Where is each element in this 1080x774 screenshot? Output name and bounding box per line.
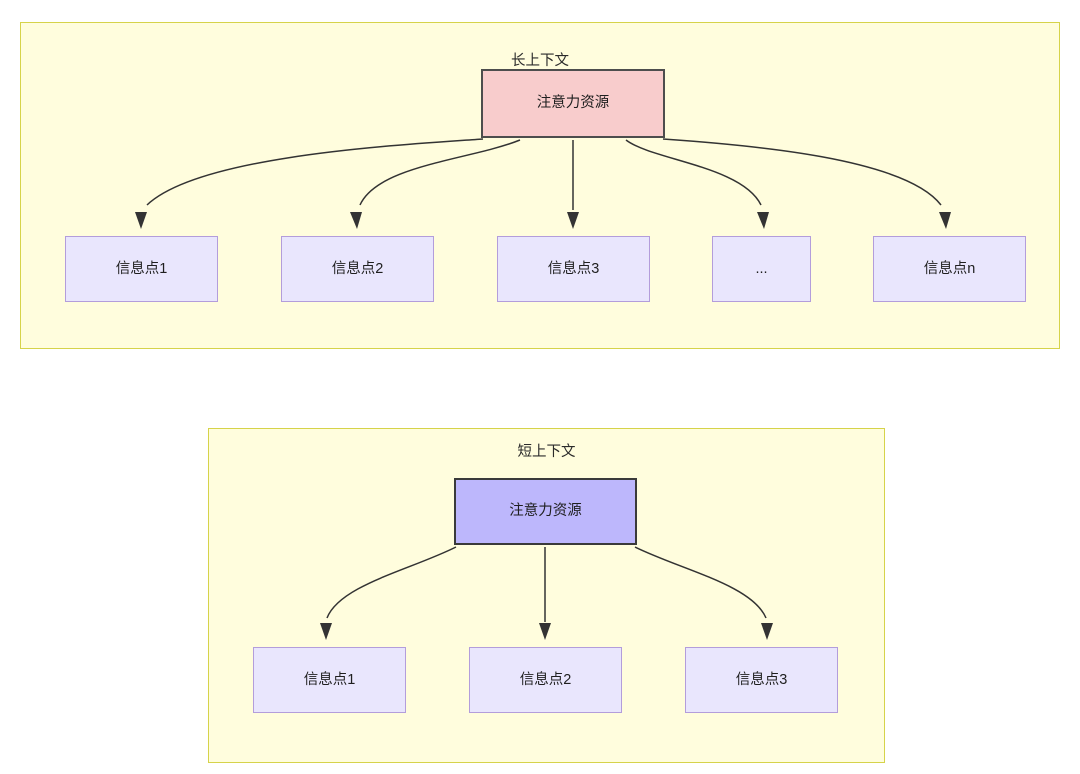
node-info-point-short-2[interactable]: 信息点2	[469, 647, 622, 713]
node-attention-resource-long[interactable]: 注意力资源	[481, 69, 665, 138]
node-info-point-short-1[interactable]: 信息点1	[253, 647, 406, 713]
panel-title-long-context: 长上下文	[511, 53, 569, 69]
node-info-point-long-ellipsis[interactable]: ...	[712, 236, 811, 302]
panel-title-short-context: 短上下文	[517, 444, 576, 460]
node-info-point-short-3[interactable]: 信息点3	[685, 647, 838, 713]
node-info-point-long-2[interactable]: 信息点2	[281, 236, 434, 302]
node-info-point-long-n[interactable]: 信息点n	[873, 236, 1026, 302]
node-attention-resource-short[interactable]: 注意力资源	[454, 478, 637, 545]
node-info-point-long-3[interactable]: 信息点3	[497, 236, 650, 302]
node-info-point-long-1[interactable]: 信息点1	[65, 236, 218, 302]
